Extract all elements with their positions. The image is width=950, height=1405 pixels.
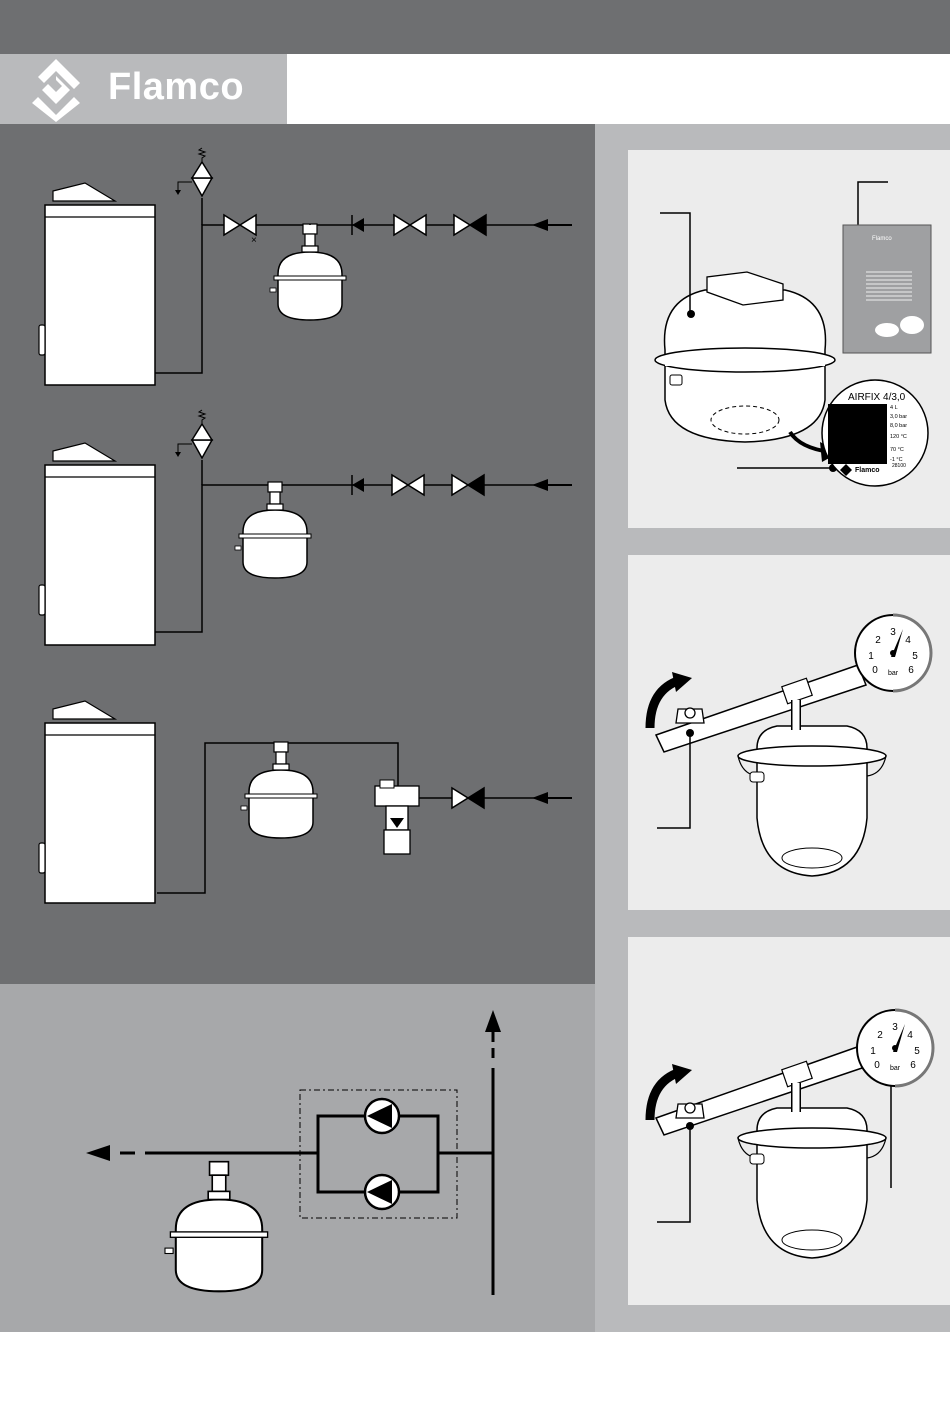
valve-icon [452,475,484,495]
arrow-icon [532,792,572,804]
valve-icon [676,1103,704,1118]
valve-icon [452,788,484,808]
arrow-icon [672,1064,692,1084]
gauge-assembly-2: 0 1 2 3 4 5 6 bar [650,1010,933,1258]
arrow-icon [86,1145,110,1161]
expansion-vessel-icon [738,726,886,876]
boiler-icon [39,701,155,903]
label-brand: Flamco [855,467,880,474]
vessel-with-label: Flamco AIRFIX 4/3,0 4 L 3,0 bar 8,0 bar … [655,182,931,486]
pressure-gauge-icon: 0 1 2 3 4 5 6 bar [857,1010,933,1086]
svg-text:Flamco: Flamco [872,236,892,242]
svg-text:2: 2 [877,1030,883,1041]
svg-text:3: 3 [892,1022,898,1033]
svg-text:1: 1 [868,651,874,662]
valve-icon [224,215,256,235]
valve-icon [454,215,486,235]
svg-text:4: 4 [907,1030,913,1041]
check-valve-icon [352,215,364,235]
installation-diagram-2 [39,410,572,645]
svg-text:1: 1 [870,1046,876,1057]
pump-diagram [86,1010,501,1295]
svg-text:bar: bar [888,670,899,677]
safety-valve-icon [175,148,212,196]
arrow-icon [672,672,692,692]
svg-text:3: 3 [890,627,896,638]
label-row-1: 4 L [890,405,898,411]
expansion-vessel-icon [235,482,311,578]
boiler-icon [39,183,155,385]
safety-valve-icon [175,410,212,458]
expansion-vessel-icon [270,224,346,320]
expansion-vessel-icon [165,1162,268,1292]
expansion-vessel-icon [738,1108,886,1258]
svg-text:bar: bar [890,1065,901,1072]
valve-icon [676,708,704,723]
svg-text:2: 2 [875,635,881,646]
arrow-icon [485,1010,501,1032]
pressure-gauge-icon: 0 1 2 3 4 5 6 bar [855,615,931,691]
svg-text:6: 6 [908,665,914,676]
installation-diagram-1: × [39,148,572,385]
label-plate: AIRFIX 4/3,0 4 L 3,0 bar 8,0 bar 120 °C … [822,380,928,486]
label-model: AIRFIX 4/3,0 [848,392,906,403]
arrow-icon [532,219,572,231]
svg-text:5: 5 [912,651,918,662]
gauge-assembly-1: 0 1 2 3 4 5 6 bar [650,615,931,876]
svg-text:5: 5 [914,1046,920,1057]
expansion-vessel-icon [241,742,317,838]
label-row-5: 70 °C [890,447,904,453]
arrow-icon [532,479,572,491]
boiler-icon [39,443,155,645]
check-valve-icon [352,475,364,495]
svg-text:0: 0 [874,1060,880,1071]
svg-text:0: 0 [872,665,878,676]
pump-icon [365,1099,399,1133]
pump-icon [365,1175,399,1209]
svg-text:6: 6 [910,1060,916,1071]
manual-booklet-icon: Flamco [843,225,931,353]
label-row-2: 3,0 bar [890,414,907,420]
svg-text:4: 4 [905,635,911,646]
filling-unit-icon [375,780,419,854]
label-code: 28100 [892,463,906,469]
installation-diagram-3 [39,701,572,903]
label-row-3: 8,0 bar [890,423,907,429]
svg-text:×: × [251,235,257,246]
label-row-4: 120 °C [890,434,907,440]
valve-icon [394,215,426,235]
valve-icon [392,475,424,495]
